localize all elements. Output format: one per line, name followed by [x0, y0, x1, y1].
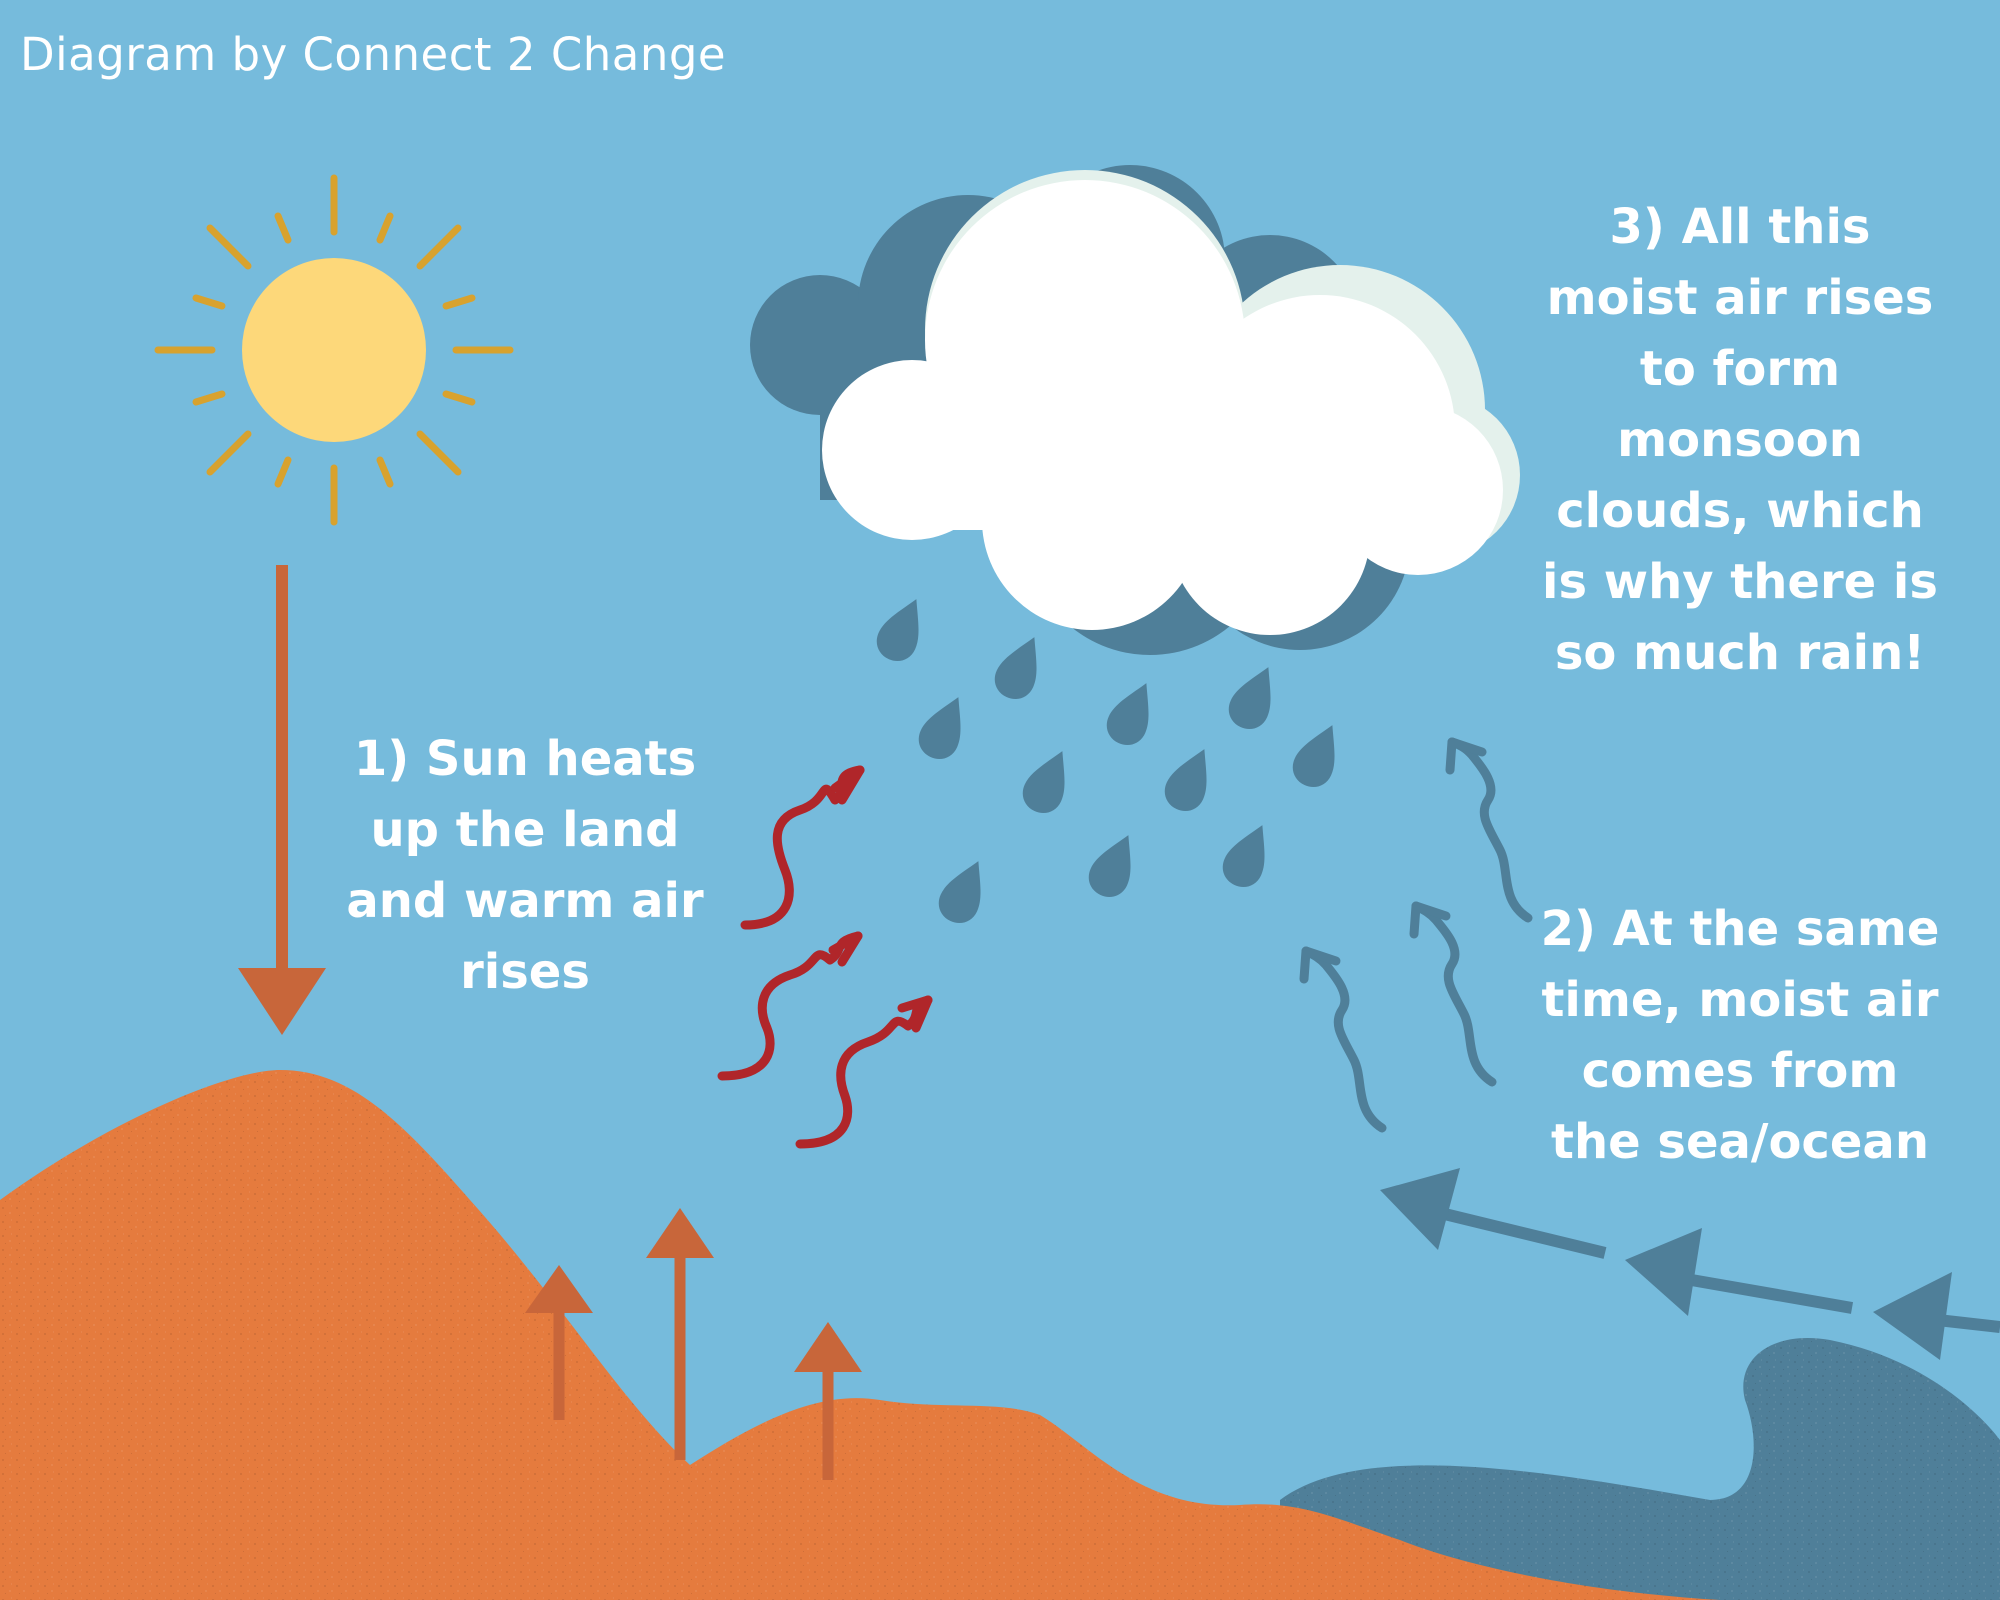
caption-line: comes from	[1581, 1043, 1899, 1099]
caption-line: time, moist air	[1541, 972, 1939, 1028]
caption-line: moist air rises	[1546, 270, 1934, 326]
raindrop-icon	[1164, 749, 1207, 811]
raindrop-icon	[918, 697, 961, 759]
raindrop-icon	[938, 861, 981, 923]
caption-line: up the land	[370, 802, 680, 858]
warm-air-arrow	[795, 995, 933, 1149]
step-2-caption: 2) At the same time, moist air comes fro…	[1541, 894, 1940, 1178]
caption-line: clouds, which	[1556, 483, 1924, 539]
heat-rising-arrow	[794, 1322, 862, 1480]
sea	[1280, 1338, 2000, 1600]
caption-line: to form	[1639, 341, 1841, 397]
raindrop-icon	[876, 599, 919, 661]
diagram-credit: Diagram by Connect 2 Change	[20, 28, 727, 81]
cloud-icon	[750, 165, 1520, 655]
raindrop-icon	[1106, 683, 1149, 745]
wind-arrow	[1625, 1228, 1854, 1316]
moist-air-arrow	[1445, 737, 1533, 923]
caption-line: 1) Sun heats	[353, 731, 697, 787]
heat-rising-arrow	[646, 1208, 714, 1460]
raindrop-icon	[1022, 751, 1065, 813]
step-1-caption: 1) Sun heats up the land and warm air ri…	[346, 724, 703, 1008]
caption-line: is why there is	[1542, 554, 1938, 610]
wind-arrow	[1873, 1272, 2000, 1360]
wind-arrow	[1380, 1168, 1607, 1259]
caption-line: the sea/ocean	[1551, 1114, 1929, 1170]
raindrop-icon	[1292, 725, 1335, 787]
land	[0, 1070, 1720, 1600]
raindrop-icon	[1228, 667, 1271, 729]
step-3-caption: 3) All this moist air rises to form mons…	[1542, 192, 1938, 689]
caption-line: monsoon	[1617, 412, 1863, 468]
heat-rising-arrow	[525, 1265, 593, 1420]
caption-line: rises	[460, 944, 590, 1000]
caption-line: so much rain!	[1554, 625, 1926, 681]
raindrop-icon	[1222, 825, 1265, 887]
sun-icon	[154, 174, 514, 526]
moist-air-arrow	[1299, 946, 1387, 1133]
caption-line: 3) All this	[1609, 199, 1871, 255]
raindrop-icon	[994, 637, 1037, 699]
sunlight-arrow	[238, 565, 326, 1035]
caption-line: and warm air	[346, 873, 704, 929]
rain	[876, 599, 1335, 923]
caption-line: 2) At the same	[1540, 901, 1940, 957]
warm-air-arrow	[740, 765, 865, 930]
warm-air-arrow	[717, 931, 863, 1081]
raindrop-icon	[1088, 835, 1131, 897]
moist-air-arrow	[1409, 901, 1497, 1087]
